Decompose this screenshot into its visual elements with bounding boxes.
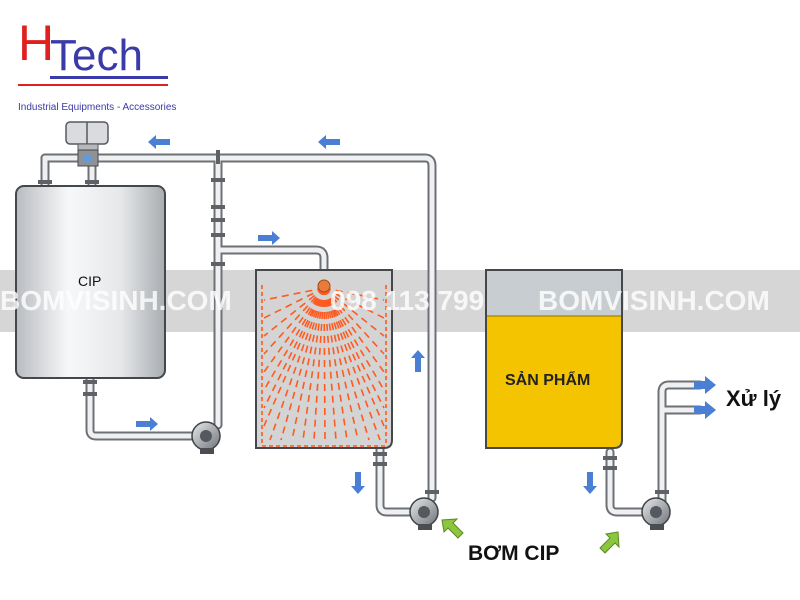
flow-arrow-down-1 — [351, 472, 365, 494]
flow-arrow-right-2 — [136, 417, 158, 431]
pump-pointer-left-icon — [441, 518, 464, 539]
pipe-spray-outlet — [375, 443, 423, 517]
logo-underline-red — [18, 84, 168, 86]
flow-arrow-discharge-1 — [694, 376, 716, 394]
flow-arrow-left-2 — [318, 135, 340, 149]
spray-jet-22 — [323, 287, 385, 391]
spray-jet-0 — [269, 287, 325, 441]
spray-jet-6 — [323, 287, 337, 441]
spray-jet-1 — [280, 287, 325, 441]
htech-logo: H Tech Industrial Equipments - Accessori… — [18, 15, 176, 113]
flow-arrow-right-1 — [258, 231, 280, 245]
watermark-text-right: BOMVISINH.COM — [538, 285, 770, 316]
pump-label: BƠM CIP — [468, 542, 559, 565]
watermark-text-left: BOMVISINH.COM — [0, 285, 232, 316]
product-tank: SẢN PHẨM — [485, 269, 623, 449]
pump-2-icon — [409, 497, 439, 530]
spray-jet-7 — [323, 287, 348, 441]
spray-tank-outline — [261, 285, 387, 447]
pump-3-icon — [641, 497, 671, 530]
logo-letter-h: H — [18, 15, 54, 71]
spray-jet-17 — [263, 287, 325, 355]
spray-jet-5 — [323, 287, 326, 441]
product-tank-headspace — [487, 271, 621, 316]
pipe-tank-outlet — [85, 373, 205, 441]
spray-pattern — [263, 287, 385, 441]
flow-arrow-up — [411, 350, 425, 372]
watermark-text: BOMVISINH.COM 098 113 799 BOMVISINH.COM — [0, 285, 770, 316]
spray-jet-25 — [263, 287, 325, 427]
watermark-text-phone: 098 113 799 — [330, 285, 484, 316]
spray-jet-15 — [263, 287, 325, 337]
flow-arrow-left-1 — [148, 135, 170, 149]
pipe-discharge — [657, 380, 705, 510]
spray-jet-16 — [323, 287, 385, 337]
spray-jet-4 — [313, 287, 325, 441]
spray-jet-24 — [323, 287, 385, 409]
logo-underline — [50, 76, 168, 79]
output-label: Xử lý — [726, 386, 782, 411]
spray-jet-8 — [323, 287, 359, 441]
cip-tank-label: CIP — [78, 273, 101, 289]
spray-tank — [255, 269, 393, 449]
pump-pointer-arrows — [441, 518, 620, 554]
spray-jet-18 — [323, 287, 385, 355]
spray-jet-23 — [263, 287, 325, 409]
logo-tagline: Industrial Equipments - Accessories — [18, 102, 176, 113]
logo-letters-tech: Tech — [50, 31, 143, 80]
spray-jet-19 — [263, 287, 325, 373]
spray-jet-11 — [263, 287, 325, 301]
pump-1-icon — [191, 421, 221, 454]
spray-jet-26 — [323, 287, 385, 427]
spray-jet-12 — [323, 287, 385, 301]
spray-nozzle-icon — [317, 279, 331, 293]
pump-pointer-right-icon — [599, 531, 620, 554]
flow-arrow-discharge-2 — [694, 401, 716, 419]
spray-jet-2 — [291, 287, 325, 441]
cip-tank: CIP — [15, 185, 166, 379]
product-tank-label: SẢN PHẨM — [505, 370, 590, 389]
spray-jet-21 — [263, 287, 325, 391]
valve-actuator-icon — [65, 121, 109, 167]
pipe-fittings — [38, 150, 669, 494]
flow-arrow-down-2 — [583, 472, 597, 494]
cip-tank-body — [15, 185, 166, 379]
spray-jet-10 — [323, 287, 381, 441]
spray-jet-3 — [302, 287, 325, 441]
spray-jet-9 — [323, 287, 370, 441]
flow-arrows — [136, 135, 716, 494]
spray-jet-20 — [323, 287, 385, 373]
